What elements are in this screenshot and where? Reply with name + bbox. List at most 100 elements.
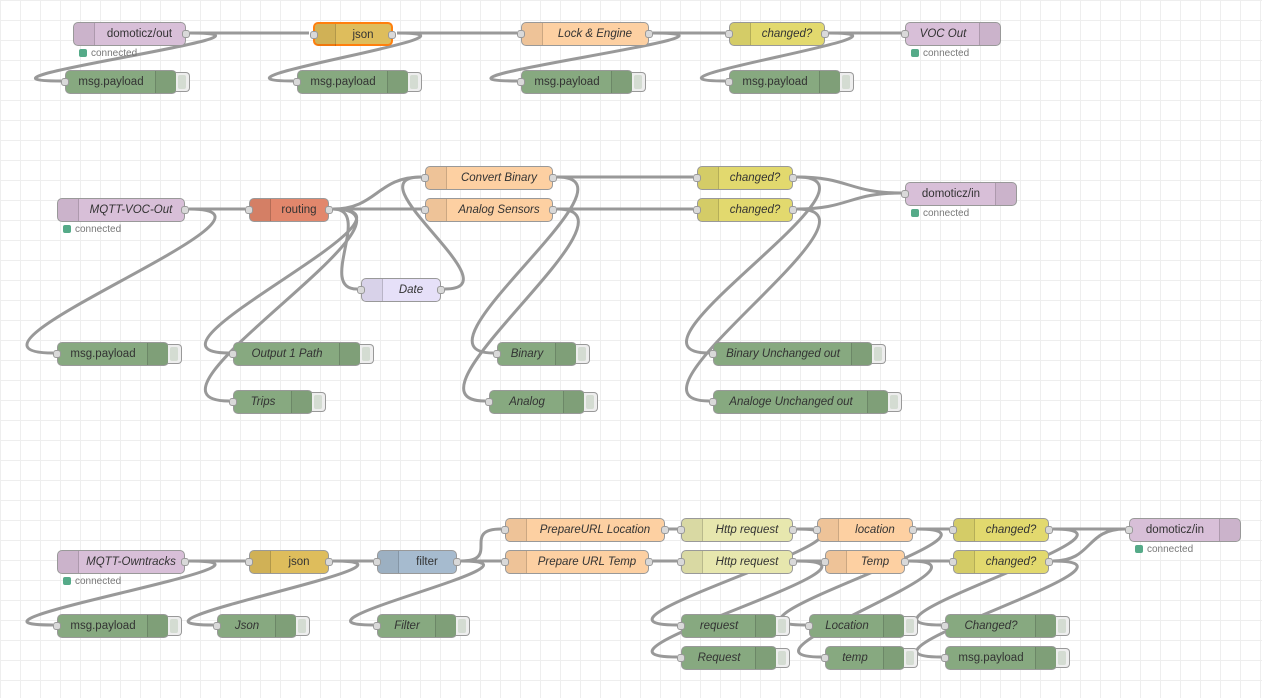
- input-port[interactable]: [421, 174, 429, 182]
- input-port[interactable]: [501, 558, 509, 566]
- node-delay[interactable]: Date: [357, 278, 445, 302]
- node-json[interactable]: json: [310, 22, 396, 46]
- input-port[interactable]: [677, 622, 685, 630]
- input-port[interactable]: [677, 526, 685, 534]
- debug-toggle-button[interactable]: [456, 616, 470, 636]
- node-debug[interactable]: Analoge Unchanged out: [709, 390, 902, 414]
- input-port[interactable]: [53, 350, 61, 358]
- node-switch[interactable]: routing: [245, 198, 333, 222]
- debug-toggle-button[interactable]: [296, 616, 310, 636]
- node-debug[interactable]: msg.payload: [941, 646, 1070, 670]
- node-mqtt[interactable]: MQTT-VOC-Out: [57, 198, 189, 222]
- output-port[interactable]: [789, 206, 797, 214]
- node-debug[interactable]: request: [677, 614, 790, 638]
- input-port[interactable]: [725, 78, 733, 86]
- input-port[interactable]: [373, 558, 381, 566]
- output-port[interactable]: [437, 286, 445, 294]
- debug-toggle-button[interactable]: [168, 344, 182, 364]
- debug-toggle-button[interactable]: [904, 648, 918, 668]
- debug-toggle-button[interactable]: [840, 72, 854, 92]
- node-mqtt[interactable]: domoticz/in: [1125, 518, 1241, 542]
- output-port[interactable]: [182, 30, 190, 38]
- debug-toggle-button[interactable]: [312, 392, 326, 412]
- output-port[interactable]: [181, 206, 189, 214]
- input-port[interactable]: [901, 30, 909, 38]
- node-rbe[interactable]: changed?: [693, 166, 797, 190]
- input-port[interactable]: [693, 206, 701, 214]
- output-port[interactable]: [821, 30, 829, 38]
- node-debug[interactable]: msg.payload: [293, 70, 422, 94]
- input-port[interactable]: [949, 526, 957, 534]
- output-port[interactable]: [181, 558, 189, 566]
- input-port[interactable]: [677, 558, 685, 566]
- input-port[interactable]: [693, 174, 701, 182]
- node-fn[interactable]: Convert Binary: [421, 166, 557, 190]
- debug-toggle-button[interactable]: [1056, 616, 1070, 636]
- node-debug[interactable]: msg.payload: [517, 70, 646, 94]
- input-port[interactable]: [357, 286, 365, 294]
- node-http[interactable]: Http request: [677, 550, 797, 574]
- node-debug[interactable]: Binary Unchanged out: [709, 342, 886, 366]
- node-fn[interactable]: Temp: [821, 550, 909, 574]
- input-port[interactable]: [229, 350, 237, 358]
- output-port[interactable]: [909, 526, 917, 534]
- node-debug[interactable]: Trips: [229, 390, 326, 414]
- output-port[interactable]: [901, 558, 909, 566]
- input-port[interactable]: [941, 622, 949, 630]
- node-http[interactable]: Http request: [677, 518, 797, 542]
- debug-toggle-button[interactable]: [776, 616, 790, 636]
- debug-toggle-button[interactable]: [1056, 648, 1070, 668]
- debug-toggle-button[interactable]: [584, 392, 598, 412]
- input-port[interactable]: [501, 526, 509, 534]
- node-debug[interactable]: Changed?: [941, 614, 1070, 638]
- node-rbe[interactable]: changed?: [693, 198, 797, 222]
- node-debug[interactable]: temp: [821, 646, 918, 670]
- node-fn[interactable]: PrepareURL Location: [501, 518, 669, 542]
- debug-toggle-button[interactable]: [776, 648, 790, 668]
- input-port[interactable]: [53, 622, 61, 630]
- output-port[interactable]: [453, 558, 461, 566]
- output-port[interactable]: [325, 206, 333, 214]
- node-rbe[interactable]: changed?: [725, 22, 829, 46]
- input-port[interactable]: [805, 622, 813, 630]
- debug-toggle-button[interactable]: [576, 344, 590, 364]
- input-port[interactable]: [485, 398, 493, 406]
- output-port[interactable]: [325, 558, 333, 566]
- input-port[interactable]: [61, 78, 69, 86]
- input-port[interactable]: [245, 558, 253, 566]
- debug-toggle-button[interactable]: [904, 616, 918, 636]
- input-port[interactable]: [245, 206, 253, 214]
- debug-toggle-button[interactable]: [360, 344, 374, 364]
- input-port[interactable]: [709, 398, 717, 406]
- node-filter[interactable]: filter: [373, 550, 461, 574]
- node-fn[interactable]: location: [813, 518, 917, 542]
- node-debug[interactable]: Location: [805, 614, 918, 638]
- debug-toggle-button[interactable]: [632, 72, 646, 92]
- node-rbe[interactable]: changed?: [949, 518, 1053, 542]
- input-port[interactable]: [373, 622, 381, 630]
- node-debug[interactable]: Binary: [493, 342, 590, 366]
- node-debug[interactable]: Request: [677, 646, 790, 670]
- node-mqtt[interactable]: domoticz/in: [901, 182, 1017, 206]
- input-port[interactable]: [821, 654, 829, 662]
- input-port[interactable]: [901, 190, 909, 198]
- input-port[interactable]: [493, 350, 501, 358]
- node-debug[interactable]: msg.payload: [53, 342, 182, 366]
- output-port[interactable]: [789, 526, 797, 534]
- input-port[interactable]: [517, 30, 525, 38]
- input-port[interactable]: [293, 78, 301, 86]
- node-json[interactable]: json: [245, 550, 333, 574]
- node-mqtt[interactable]: domoticz/out: [73, 22, 190, 46]
- output-port[interactable]: [661, 526, 669, 534]
- node-debug[interactable]: msg.payload: [53, 614, 182, 638]
- node-debug[interactable]: Json: [213, 614, 310, 638]
- debug-toggle-button[interactable]: [888, 392, 902, 412]
- node-mqtt[interactable]: VOC Out: [901, 22, 1001, 46]
- input-port[interactable]: [421, 206, 429, 214]
- node-debug[interactable]: Filter: [373, 614, 470, 638]
- debug-toggle-button[interactable]: [408, 72, 422, 92]
- debug-toggle-button[interactable]: [872, 344, 886, 364]
- node-debug[interactable]: Analog: [485, 390, 598, 414]
- node-fn[interactable]: Lock & Engine: [517, 22, 653, 46]
